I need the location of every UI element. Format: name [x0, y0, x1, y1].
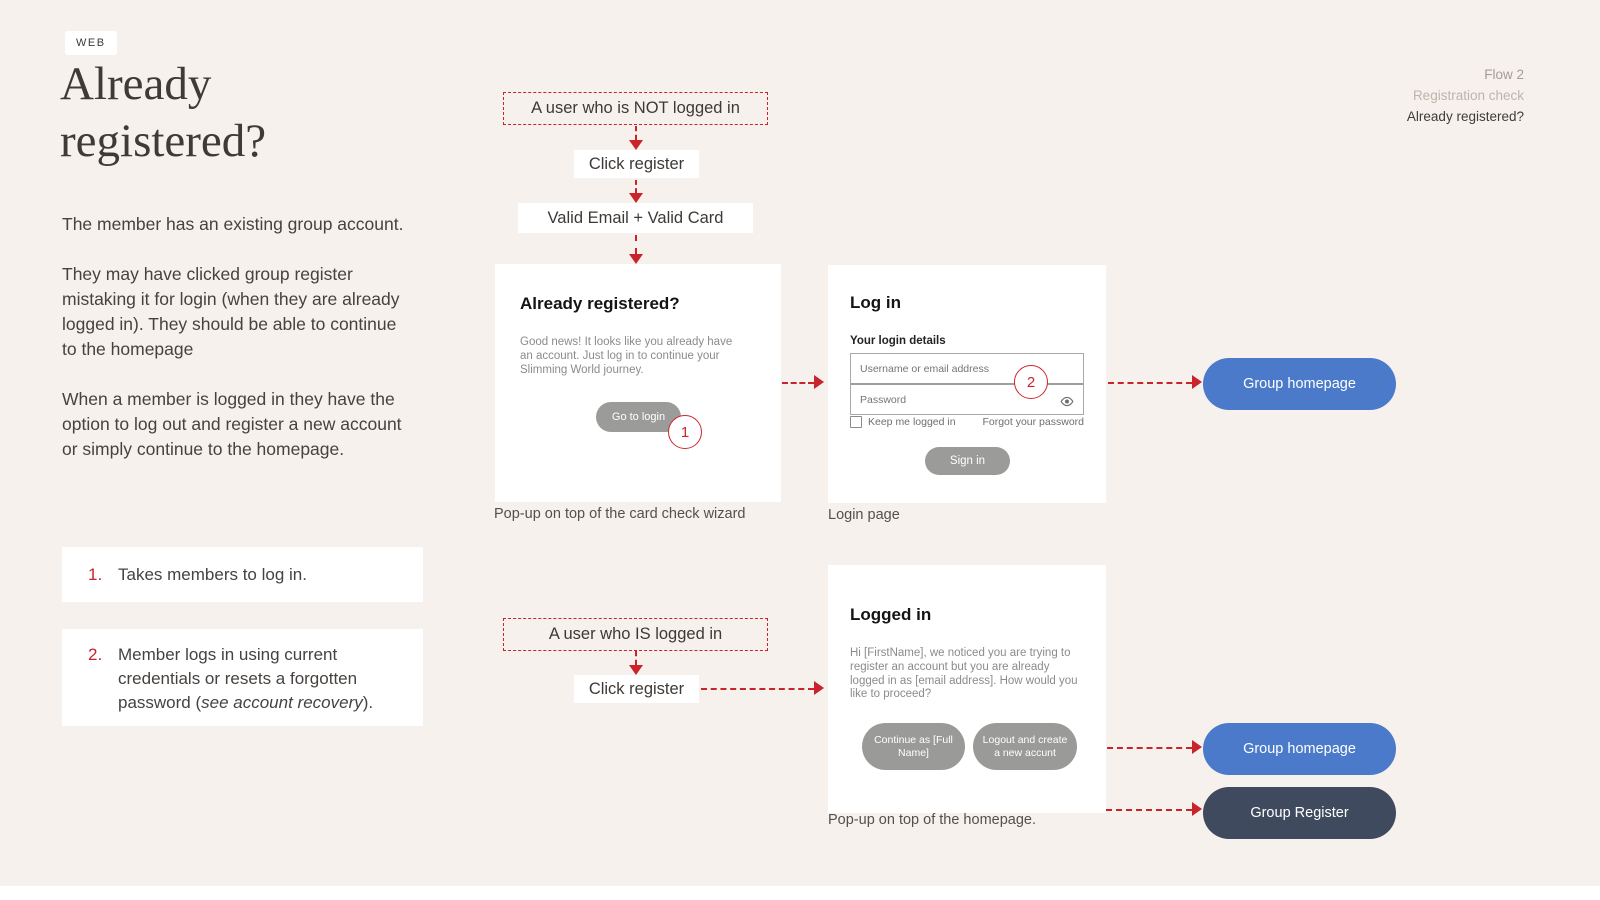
note-2-text-italic: see account recovery [201, 693, 363, 712]
logged-in-card-mockup: Logged in Hi [FirstName], we noticed you… [828, 565, 1106, 813]
note-item-1: 1. Takes members to log in. [62, 547, 423, 602]
connector-line [635, 180, 637, 193]
logged-in-card-title: Logged in [850, 605, 932, 624]
platform-badge: WEB [65, 31, 117, 55]
popup-card-caption: Pop-up on top of the card check wizard [494, 506, 746, 522]
arrow-down-icon [629, 254, 643, 264]
password-field-row [851, 385, 1083, 414]
page-title: Already registered? [60, 56, 440, 170]
note-item-2: 2. Member logs in using current credenti… [62, 629, 423, 726]
intro-paragraph-3: When a member is logged in they have the… [62, 389, 402, 459]
note-2-number: 2. [88, 645, 103, 664]
flow-step-click-register-2: Click register [574, 675, 699, 703]
note-2-text-prefix: Member logs in using current credentials… [118, 645, 358, 712]
password-input[interactable] [851, 393, 1040, 406]
breadcrumb-flow: Flow 2 [1484, 67, 1524, 82]
breadcrumb-current: Already registered? [1406, 109, 1524, 124]
bottom-strip [0, 886, 1600, 900]
popup-card-body: Good news! It looks like you already hav… [520, 336, 733, 376]
popup-card-mockup: Already registered? Good news! It looks … [495, 264, 781, 502]
note-2-text-suffix: ). [362, 693, 374, 712]
arrow-right-icon [1192, 740, 1202, 754]
connector-line [782, 382, 814, 384]
logged-in-card-caption: Pop-up on top of the homepage. [828, 812, 1036, 828]
annotation-badge-1: 1 [668, 415, 702, 449]
username-input[interactable] [851, 362, 1040, 375]
group-homepage-button-bottom[interactable]: Group homepage [1203, 723, 1396, 775]
arrow-down-icon [629, 193, 643, 203]
connector-line [635, 235, 637, 254]
flow-start-is-logged-in: A user who IS logged in [503, 618, 768, 651]
flow-step-valid-email-card: Valid Email + Valid Card [518, 203, 753, 233]
connector-line [635, 651, 637, 665]
popup-card-title: Already registered? [520, 294, 680, 313]
intro-paragraph-1: The member has an existing group account… [62, 214, 404, 234]
arrow-right-icon [1192, 375, 1202, 389]
group-register-button[interactable]: Group Register [1203, 787, 1396, 839]
connector-line [701, 688, 814, 690]
connector-line [1026, 809, 1192, 811]
intro-text: The member has an existing group account… [62, 212, 414, 487]
group-homepage-button-top[interactable]: Group homepage [1203, 358, 1396, 410]
username-field-row [851, 354, 1083, 385]
connector-line [635, 126, 637, 140]
connector-line [1108, 382, 1192, 384]
annotation-badge-2: 2 [1014, 365, 1048, 399]
logout-and-create-button[interactable]: Logout and create a new accunt [973, 723, 1077, 770]
eye-icon[interactable] [1060, 394, 1074, 412]
remember-me-label: Keep me logged in [868, 416, 956, 428]
login-card-mockup: Log in Your login details 2 Keep me logg… [828, 265, 1106, 503]
arrow-right-icon [814, 681, 824, 695]
note-2-text: Member logs in using current credentials… [118, 643, 398, 715]
breadcrumb: Flow 2 Registration check Already regist… [1407, 64, 1524, 127]
arrow-right-icon [814, 375, 824, 389]
continue-as-button[interactable]: Continue as [Full Name] [862, 723, 965, 770]
note-1-text: Takes members to log in. [118, 564, 307, 584]
checkbox-icon[interactable] [850, 416, 862, 428]
arrow-right-icon [1192, 802, 1202, 816]
login-options-row: Keep me logged in Forgot your password [850, 416, 1084, 428]
login-card-caption: Login page [828, 507, 900, 523]
breadcrumb-section: Registration check [1412, 88, 1524, 103]
flow-start-not-logged-in: A user who is NOT logged in [503, 92, 768, 125]
intro-paragraph-2: They may have clicked group register mis… [62, 264, 400, 359]
remember-me-option[interactable]: Keep me logged in [850, 416, 956, 428]
flow-step-click-register-1: Click register [574, 150, 699, 178]
login-fields-group [850, 353, 1084, 415]
sign-in-button[interactable]: Sign in [925, 447, 1010, 475]
page-title-line1: Already [60, 58, 212, 110]
login-card-title: Log in [850, 293, 901, 312]
arrow-down-icon [629, 140, 643, 150]
arrow-down-icon [629, 665, 643, 675]
logged-in-card-body: Hi [FirstName], we noticed you are tryin… [850, 647, 1078, 701]
note-1-number: 1. [88, 564, 103, 584]
go-to-login-button[interactable]: Go to login [596, 402, 681, 432]
login-details-label: Your login details [850, 335, 946, 347]
forgot-password-link[interactable]: Forgot your password [982, 416, 1084, 428]
page-title-line2: registered? [60, 115, 267, 167]
